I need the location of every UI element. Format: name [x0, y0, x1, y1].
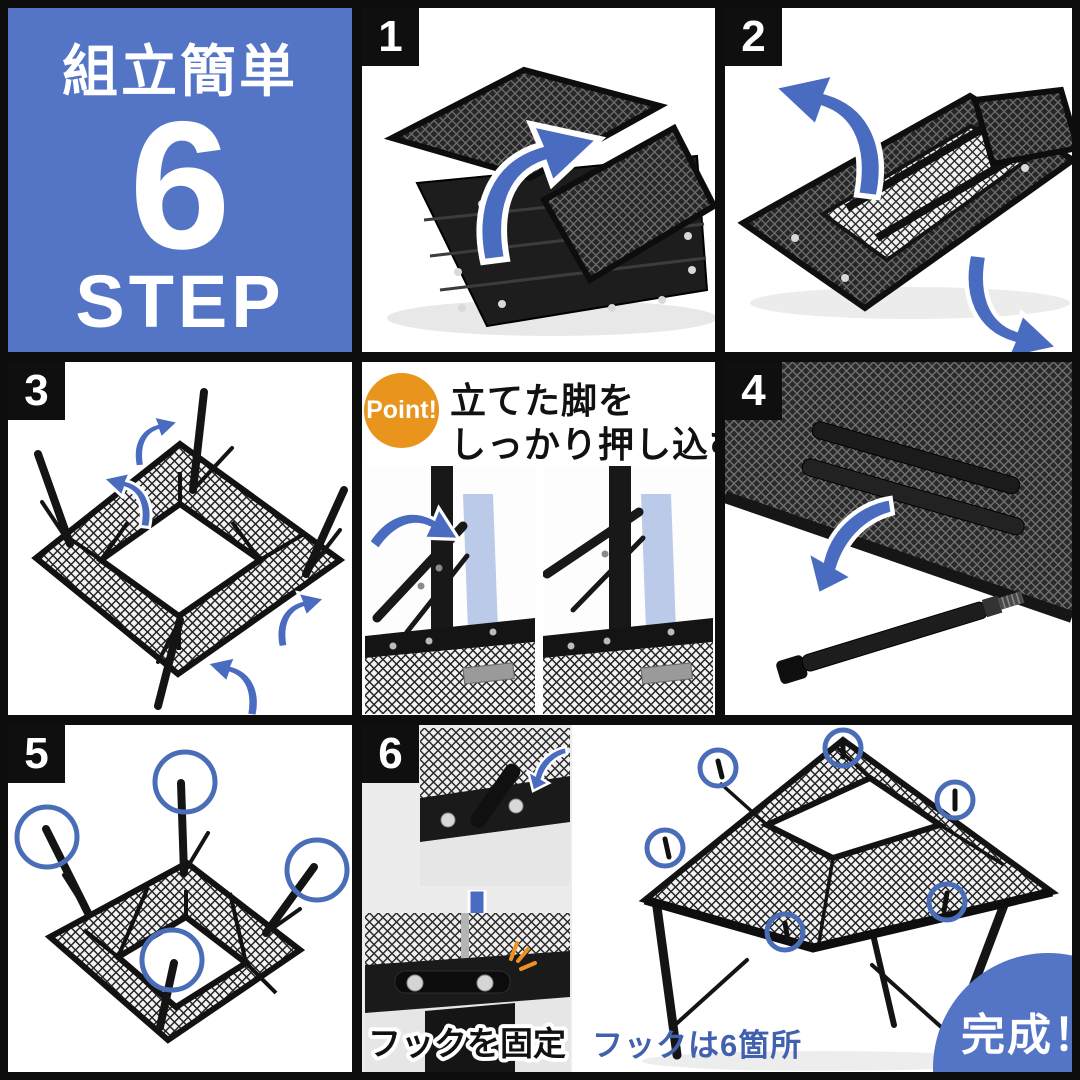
step1-number-badge: 1	[362, 8, 419, 66]
step5-photo-legs-up	[14, 749, 350, 1044]
hooks-count-note: フックは6箇所	[592, 1028, 803, 1063]
step6-and-final-panel: 6	[362, 725, 1072, 1072]
step2-number-badge: 2	[725, 8, 782, 66]
brand-plate	[462, 662, 515, 685]
done-label: 完成！	[961, 1011, 1072, 1060]
step6-caption: フックを固定	[368, 1025, 566, 1062]
step6-caption-wrap: フックを固定	[364, 1021, 570, 1066]
point-photo-leg-locked	[543, 466, 713, 714]
intro-step-count: 6	[129, 83, 231, 287]
final-panel: フックは6箇所	[572, 725, 1072, 1072]
hook-circle-icon	[697, 747, 739, 789]
hook-close-arrow-icon	[526, 745, 569, 793]
point-text-line2: しっかり押し込む	[450, 424, 715, 465]
leg-highlight-circles	[14, 749, 350, 993]
leg-circle-icon	[152, 749, 218, 815]
intro-panel: 組立簡単 6 STEP	[8, 8, 352, 352]
hook-circle-icon	[764, 911, 806, 953]
leg-extension-pole	[776, 591, 1025, 684]
point-badge: Point!	[364, 373, 439, 448]
step6-photo-hook-open	[420, 728, 570, 886]
hook-circle-icon	[926, 881, 968, 923]
step6-strip: 6	[362, 725, 572, 1072]
step3-panel: 3	[8, 362, 352, 715]
leg-flip-arrow-icon	[133, 414, 182, 469]
hook-lever	[470, 763, 521, 828]
step2-panel: 2	[725, 8, 1072, 352]
step5-panel: 5	[8, 725, 352, 1072]
step3-photo-legs-flip-out	[31, 388, 348, 715]
point-photo-leg-unlocked	[365, 466, 535, 714]
intro-title: 組立簡単	[62, 40, 298, 103]
brand-plate	[640, 662, 693, 685]
hook-stubs	[662, 738, 958, 944]
hook-circle-icon	[822, 727, 864, 769]
step1-panel: 1	[362, 8, 715, 352]
remove-pole-arrow-icon	[803, 495, 896, 598]
leg-circle-icon	[284, 837, 350, 903]
hook-circle-icon	[934, 779, 976, 821]
leg-flip-arrow-icon	[275, 590, 329, 650]
point-text-line1: 立てた脚を	[450, 380, 636, 421]
step4-panel: 4	[725, 362, 1072, 715]
step6-number-badge: 6	[362, 725, 419, 783]
push-in-arrow-icon	[366, 504, 463, 552]
leg-circle-icon	[14, 804, 80, 870]
open-arrow-down-right-icon	[964, 251, 1064, 352]
hook-circle-icon	[644, 827, 686, 869]
emphasis-marks-icon	[509, 941, 537, 971]
step6-photo-hook-fixed	[365, 913, 570, 1072]
step4-number-badge: 4	[725, 362, 782, 420]
step2-photo-unfolded-flat	[737, 69, 1072, 352]
leg-flip-arrow-icon	[202, 654, 261, 715]
intro-step-word: STEP	[75, 260, 285, 344]
leg-circle-icon	[139, 927, 205, 993]
point-panel: Point! 立てた脚を しっかり押し込む	[362, 362, 715, 715]
step1-photo-folded-stack	[383, 66, 715, 336]
step4-photo-leg-pole	[725, 362, 1072, 684]
open-arrow-up-left-icon	[767, 69, 884, 201]
leg-flip-arrow-icon	[99, 470, 153, 530]
step5-number-badge: 5	[8, 725, 65, 783]
leg-ghost-highlight	[463, 494, 499, 658]
hook-highlight-circles	[644, 727, 976, 953]
unfold-arrow-icon	[476, 119, 607, 266]
step3-number-badge: 3	[8, 362, 65, 420]
leg-ghost-highlight	[641, 494, 677, 658]
